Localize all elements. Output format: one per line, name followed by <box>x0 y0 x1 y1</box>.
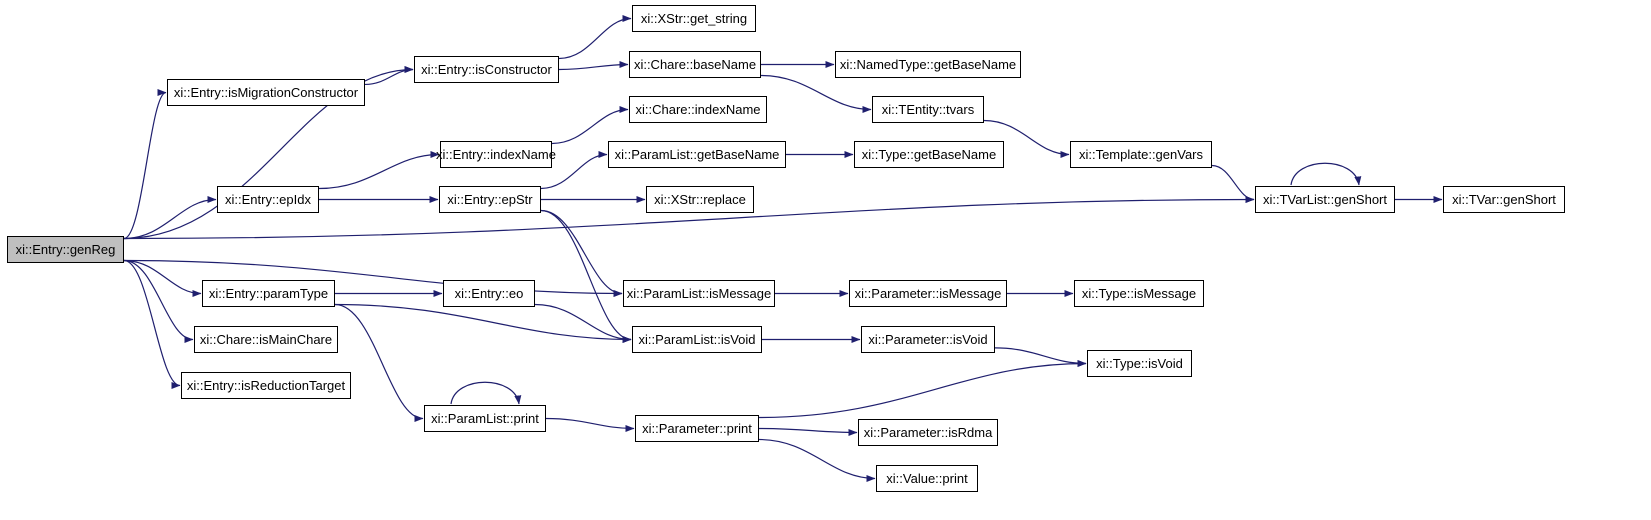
graph-node-parameterIsMessage[interactable]: xi::Parameter::isMessage <box>849 280 1007 307</box>
graph-node-label: xi::Entry::epIdx <box>225 192 311 207</box>
edge-isMigrationConstructor-to-isConstructor <box>364 66 414 86</box>
graph-node-label: xi::NamedType::getBaseName <box>839 57 1017 72</box>
graph-node-label: xi::Parameter::isRdma <box>863 425 993 440</box>
graph-node-label: xi::Type::isMessage <box>1081 286 1197 301</box>
graph-node-typeIsMessage[interactable]: xi::Type::isMessage <box>1074 280 1204 307</box>
graph-node-genReg[interactable]: xi::Entry::genReg <box>7 236 124 263</box>
edge-eo-to-paramListIsVoid <box>534 303 632 343</box>
edge-epStr-to-paramListIsMessage <box>540 209 623 297</box>
graph-node-tvarGenShort[interactable]: xi::TVar::genShort <box>1443 186 1565 213</box>
graph-node-tvars[interactable]: xi::TEntity::tvars <box>872 96 984 123</box>
graph-node-namedTypeGetBaseName[interactable]: xi::NamedType::getBaseName <box>835 51 1021 78</box>
graph-node-chareBaseName[interactable]: xi::Chare::baseName <box>629 51 761 78</box>
graph-node-label: xi::ParamList::isVoid <box>638 332 756 347</box>
graph-node-label: xi::XStr::replace <box>654 192 746 207</box>
graph-node-typeIsVoid[interactable]: xi::Type::isVoid <box>1087 350 1192 377</box>
edge-paramListPrint-to-paramListPrint <box>450 381 522 405</box>
edge-genReg-to-paramListIsMessage <box>123 259 623 297</box>
graph-node-isMigrationConstructor[interactable]: xi::Entry::isMigrationConstructor <box>167 79 365 106</box>
graph-node-genVars[interactable]: xi::Template::genVars <box>1070 141 1212 168</box>
graph-node-parameterPrint[interactable]: xi::Parameter::print <box>635 415 759 442</box>
graph-node-label: xi::Value::print <box>886 471 968 486</box>
graph-node-label: xi::TVarList::genShort <box>1262 192 1388 207</box>
graph-node-eo[interactable]: xi::Entry::eo <box>443 280 535 307</box>
graph-node-label: xi::Entry::genReg <box>15 242 116 257</box>
graph-node-paramListPrint[interactable]: xi::ParamList::print <box>424 405 546 432</box>
graph-node-isConstructor[interactable]: xi::Entry::isConstructor <box>414 56 559 83</box>
graph-node-label: xi::Entry::isReductionTarget <box>186 378 346 393</box>
graph-node-label: xi::ParamList::getBaseName <box>614 147 780 162</box>
graph-node-paramListIsMessage[interactable]: xi::ParamList::isMessage <box>623 280 775 307</box>
edge-paramListPrint-to-parameterPrint <box>545 417 635 432</box>
edge-tvarListGenShort-to-tvarListGenShort <box>1290 162 1362 186</box>
edge-isConstructor-to-get_string <box>558 15 632 60</box>
graph-node-label: xi::XStr::get_string <box>640 11 748 26</box>
edge-parameterIsVoid-to-typeIsVoid <box>994 347 1087 367</box>
graph-node-label: xi::TEntity::tvars <box>881 102 975 117</box>
graph-node-replace[interactable]: xi::XStr::replace <box>646 186 754 213</box>
graph-node-label: xi::Chare::isMainChare <box>199 332 333 347</box>
edge-genReg-to-isReductionTarget <box>123 259 181 389</box>
graph-node-label: xi::Type::isVoid <box>1096 356 1183 371</box>
graph-node-paramType[interactable]: xi::Entry::paramType <box>202 280 335 307</box>
graph-node-label: xi::ParamList::isMessage <box>626 286 772 301</box>
edge-chareBaseName-to-tvars <box>760 74 872 113</box>
graph-node-epStr[interactable]: xi::Entry::epStr <box>439 186 541 213</box>
graph-node-label: xi::Entry::isConstructor <box>421 62 552 77</box>
edge-genReg-to-isMigrationConstructor <box>123 89 167 240</box>
graph-node-tvarListGenShort[interactable]: xi::TVarList::genShort <box>1255 186 1395 213</box>
graph-node-label: xi::Chare::indexName <box>635 102 761 117</box>
edge-genReg-to-epIdx <box>123 196 217 240</box>
edge-epIdx-to-entryIndexName <box>318 151 440 190</box>
graph-node-label: xi::Entry::isMigrationConstructor <box>173 85 359 100</box>
edge-genReg-to-isMainChare <box>123 259 194 343</box>
graph-node-paramListGetBaseName[interactable]: xi::ParamList::getBaseName <box>608 141 786 168</box>
graph-node-label: xi::Entry::paramType <box>208 286 329 301</box>
graph-node-epIdx[interactable]: xi::Entry::epIdx <box>217 186 319 213</box>
graph-node-typeGetBaseName[interactable]: xi::Type::getBaseName <box>854 141 1004 168</box>
edge-parameterPrint-to-typeIsVoid <box>758 360 1087 419</box>
graph-node-label: xi::Parameter::print <box>642 421 752 436</box>
graph-node-label: xi::Entry::epStr <box>447 192 533 207</box>
graph-node-entryIndexName[interactable]: xi::Entry::indexName <box>436 141 556 168</box>
graph-node-label: xi::ParamList::print <box>431 411 539 426</box>
edge-paramType-to-paramListIsVoid <box>334 303 632 343</box>
graph-node-label: xi::TVar::genShort <box>1452 192 1556 207</box>
graph-node-isMainChare[interactable]: xi::Chare::isMainChare <box>194 326 338 353</box>
graph-node-isReductionTarget[interactable]: xi::Entry::isReductionTarget <box>181 372 351 399</box>
graph-node-isRdma[interactable]: xi::Parameter::isRdma <box>858 419 998 446</box>
graph-node-label: xi::Entry::indexName <box>436 147 556 162</box>
edge-paramType-to-paramListPrint <box>334 303 424 422</box>
graph-node-label: xi::Chare::baseName <box>633 57 757 72</box>
edge-genVars-to-tvarListGenShort <box>1211 164 1255 203</box>
edge-epStr-to-paramListIsVoid <box>540 209 632 343</box>
graph-node-label: xi::Type::getBaseName <box>861 147 997 162</box>
edge-isConstructor-to-chareBaseName <box>558 61 629 71</box>
graph-node-get_string[interactable]: xi::XStr::get_string <box>632 5 756 32</box>
graph-node-chareIndexName[interactable]: xi::Chare::indexName <box>629 96 767 123</box>
graph-node-label: xi::Entry::eo <box>454 286 524 301</box>
edge-parameterPrint-to-isRdma <box>758 427 858 436</box>
graph-node-label: xi::Template::genVars <box>1078 147 1204 162</box>
graph-node-parameterIsVoid[interactable]: xi::Parameter::isVoid <box>861 326 995 353</box>
edge-entryIndexName-to-chareIndexName <box>551 106 629 145</box>
graph-node-paramListIsVoid[interactable]: xi::ParamList::isVoid <box>632 326 762 353</box>
graph-node-valuePrint[interactable]: xi::Value::print <box>876 465 978 492</box>
graph-node-label: xi::Parameter::isVoid <box>868 332 988 347</box>
graph-node-label: xi::Parameter::isMessage <box>854 286 1002 301</box>
edge-genReg-to-paramType <box>123 259 202 297</box>
